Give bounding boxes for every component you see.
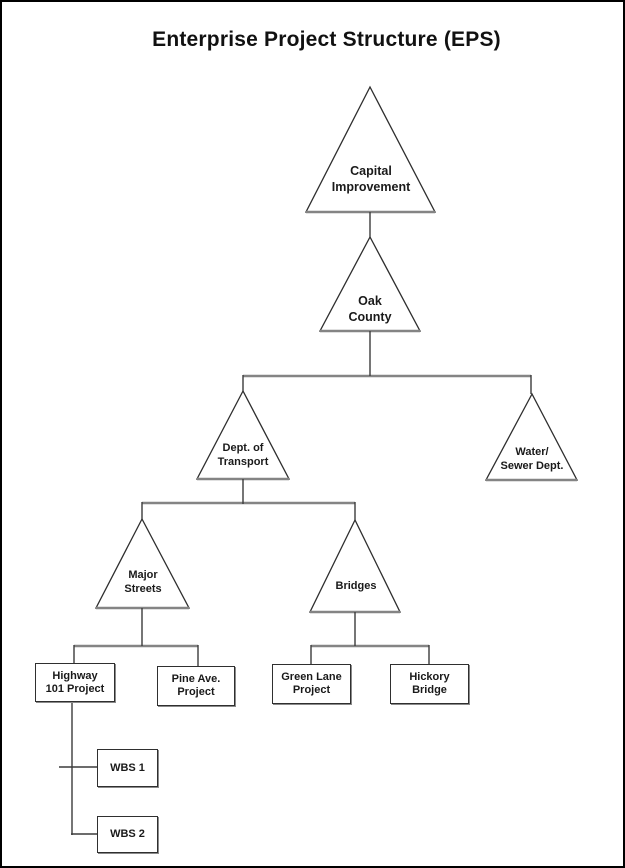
node-highway-101-project: Highway 101 Project [35, 663, 115, 702]
page-title: Enterprise Project Structure (EPS) [152, 28, 501, 51]
node-wbs-2: WBS 2 [97, 816, 158, 853]
node-major-streets-label: Major Streets [124, 569, 162, 595]
node-bridges-label: Bridges [335, 580, 377, 592]
triangle-bridges [308, 518, 402, 613]
node-capital-improvement-label: Capital Improvement [331, 164, 411, 194]
node-green-lane-project: Green Lane Project [272, 664, 351, 704]
node-dept-of-transport-label: Dept. of Transport [217, 442, 269, 468]
node-oak-county-label: Oak County [348, 294, 392, 324]
node-water-sewer-dept-label: Water/ Sewer Dept. [500, 446, 564, 472]
node-hickory-bridge: Hickory Bridge [390, 664, 469, 704]
node-wbs-1: WBS 1 [97, 749, 158, 787]
node-pine-ave-project: Pine Ave. Project [157, 666, 235, 706]
